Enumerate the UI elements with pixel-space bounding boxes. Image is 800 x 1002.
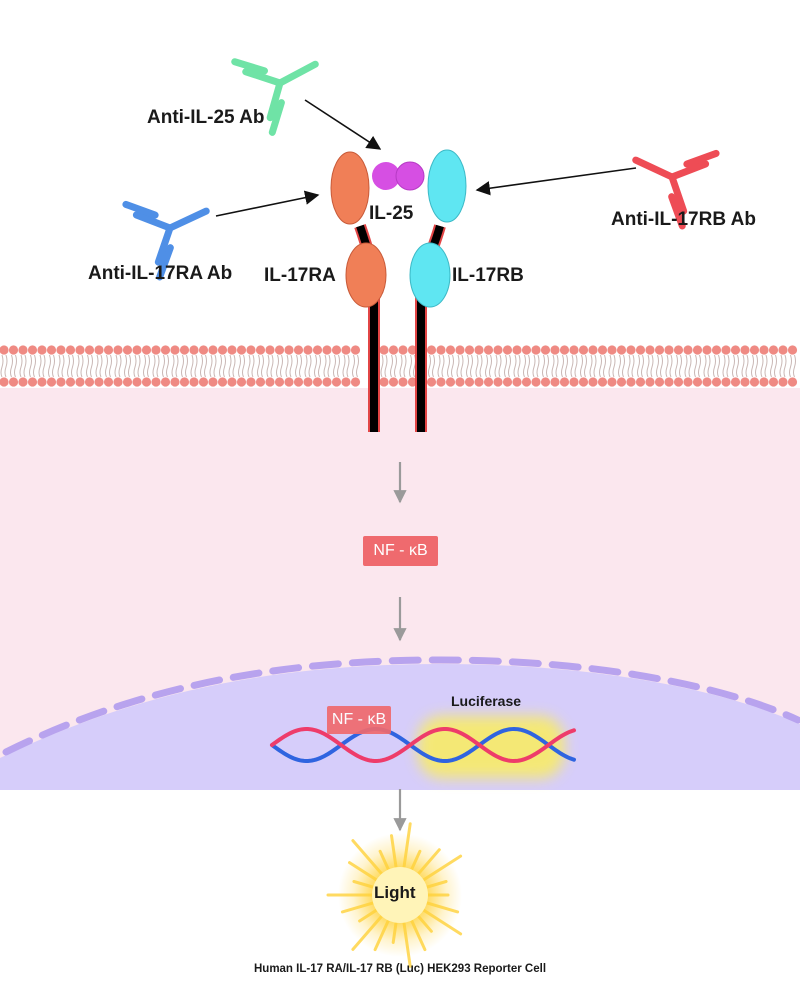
anti-il-17ra-label: Anti-IL-17RA Ab: [88, 263, 233, 284]
nuclear-envelope: [2, 656, 800, 756]
il-17rb-domain-2: [409, 242, 451, 308]
il-17rb-receptor: [409, 149, 467, 432]
nf-kb-nucleus: NF - κB: [327, 706, 391, 734]
antibody-icon: [632, 149, 720, 230]
light-label: Light: [374, 883, 416, 902]
il-17rb-domain-1: [427, 149, 467, 223]
dna-helix-icon: [270, 726, 576, 764]
anti-il-25-label: Anti-IL-25 Ab: [147, 107, 265, 128]
il-17ra-domain-1: [330, 151, 370, 225]
il-25-label: IL-25: [369, 203, 414, 224]
nf-kb-cytoplasm: NF - κB: [363, 536, 438, 566]
membrane-lipid-icon: [0, 345, 798, 387]
arrow-icon: [215, 190, 320, 217]
il-17ra-label: IL-17RA: [264, 265, 336, 286]
il-17ra-receptor: [330, 151, 387, 432]
il-17rb-label: IL-17RB: [452, 265, 524, 286]
il-25-ligand: [372, 161, 425, 191]
antibody-icon: [231, 58, 319, 136]
arrow-icon: [475, 167, 637, 196]
luciferase-glow: [418, 716, 564, 778]
luciferase-label: Luciferase: [451, 693, 522, 709]
nucleus: [0, 664, 800, 790]
light-burst-icon: [326, 822, 463, 968]
arrow-icon: [304, 99, 382, 150]
caption: Human IL-17 RA/IL-17 RB (Luc) HEK293 Rep…: [253, 963, 547, 975]
il-17ra-domain-2: [345, 242, 387, 308]
anti-il-17rb-label: Anti-IL-17RB Ab: [611, 209, 756, 230]
antibody-icon: [122, 200, 210, 281]
